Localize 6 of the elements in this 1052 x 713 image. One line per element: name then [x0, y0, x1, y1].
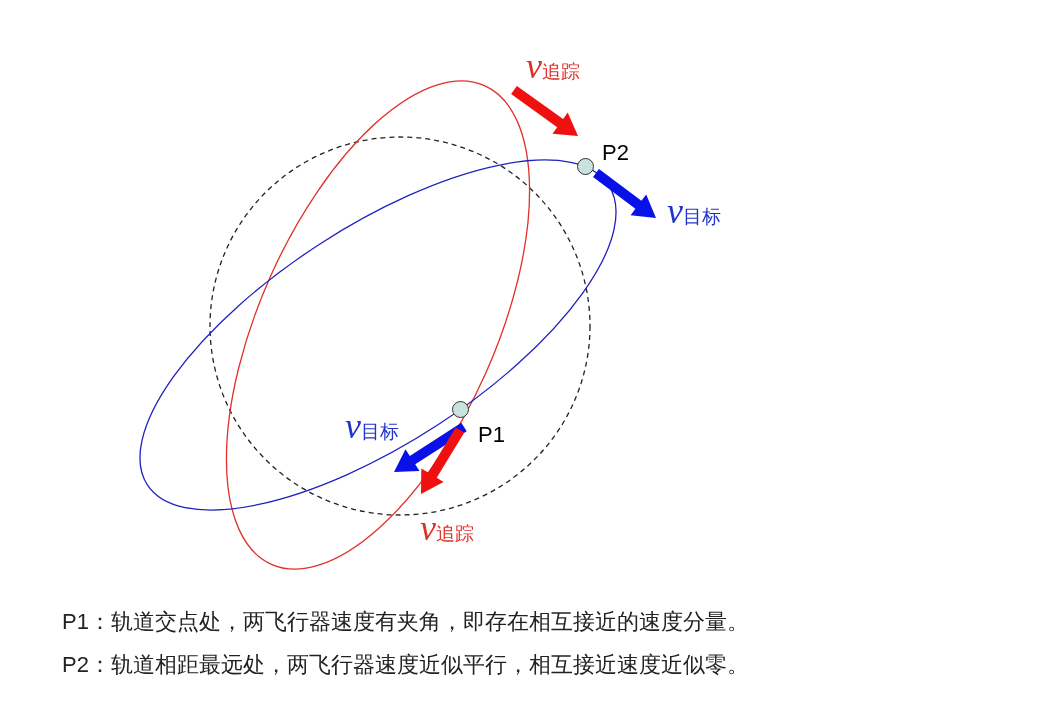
point-label: P2 — [602, 142, 629, 164]
point-marker — [577, 158, 595, 176]
point-label: P1 — [478, 424, 505, 446]
caption-text: P1：轨道交点处，两飞行器速度有夹角，即存在相互接近的速度分量。 — [62, 609, 749, 636]
point-marker — [452, 400, 470, 418]
caption-text: P2：轨道相距最远处，两飞行器速度近似平行，相互接近速度近似零。 — [62, 652, 749, 679]
